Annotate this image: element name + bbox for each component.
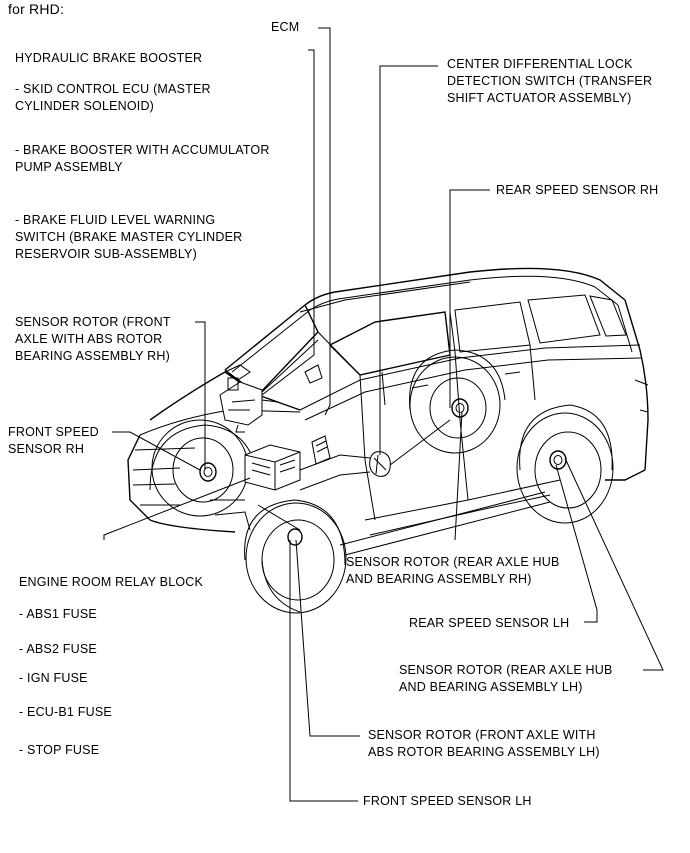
transfer-actuator-unit: [369, 451, 391, 477]
leader-rear-speed-rh: [449, 189, 490, 408]
label-stop-fuse: - STOP FUSE: [19, 743, 100, 757]
engine-room-relay-block-unit: [244, 444, 301, 491]
leader-sensor-rotor-rear-rh: [454, 411, 463, 541]
label-sensor-rotor-rear-lh: SENSOR ROTOR (REAR AXLE HUB AND BEARING …: [399, 663, 613, 694]
label-hydraulic-brake-booster: HYDRAULIC BRAKE BOOSTER: [15, 51, 203, 65]
label-abs1-fuse: - ABS1 FUSE: [19, 607, 97, 621]
label-brake-fluid-switch: - BRAKE FLUID LEVEL WARNING SWITCH (BRAK…: [15, 213, 243, 261]
label-front-speed-sensor-rh: FRONT SPEED SENSOR RH: [8, 425, 99, 456]
leader-hydraulic-brake-booster: [261, 49, 315, 396]
leader-rear-speed-lh: [555, 464, 598, 623]
drivetrain: [210, 419, 451, 531]
label-sensor-rotor-front-lh: SENSOR ROTOR (FRONT AXLE WITH ABS ROTOR …: [368, 728, 600, 759]
front-right-wheel: [149, 419, 256, 517]
leader-center-diff: [379, 65, 438, 455]
vehicle-body: [127, 267, 649, 556]
label-sensor-rotor-front-rh: SENSOR ROTOR (FRONT AXLE WITH ABS ROTOR …: [15, 315, 171, 363]
hydraulic-brake-booster-unit: [219, 364, 279, 433]
leader-front-speed-rh: [112, 431, 201, 471]
leader-sensor-rotor-front-rh: [195, 321, 206, 470]
label-abs2-fuse: - ABS2 FUSE: [19, 642, 97, 656]
leader-sensor-rotor-front-lh: [295, 539, 360, 737]
label-front-speed-sensor-lh: FRONT SPEED SENSOR LH: [363, 794, 532, 808]
label-ecu-b1-fuse: - ECU-B1 FUSE: [19, 705, 112, 719]
label-skid-control-ecu: - SKID CONTROL ECU (MASTER CYLINDER SOLE…: [15, 82, 211, 113]
rear-left-wheel: [516, 404, 614, 524]
rear-right-wheel: [409, 349, 506, 454]
label-center-diff-switch: CENTER DIFFERENTIAL LOCK DETECTION SWITC…: [447, 57, 653, 105]
leader-front-speed-lh: [289, 540, 358, 802]
label-ign-fuse: - IGN FUSE: [19, 671, 88, 685]
leader-ecm: [318, 27, 331, 416]
page-heading: for RHD:: [8, 1, 65, 17]
front-left-wheel: [244, 499, 347, 614]
label-sensor-rotor-rear-rh: SENSOR ROTOR (REAR AXLE HUB AND BEARING …: [346, 555, 560, 586]
leader-relay-block: [103, 477, 251, 540]
label-rear-speed-sensor-rh: REAR SPEED SENSOR RH: [496, 183, 659, 197]
label-rear-speed-sensor-lh: REAR SPEED SENSOR LH: [409, 616, 570, 630]
label-engine-room-relay-block: ENGINE ROOM RELAY BLOCK: [19, 575, 204, 589]
label-brake-booster-accumulator: - BRAKE BOOSTER WITH ACCUMULATOR PUMP AS…: [15, 143, 270, 174]
leader-sensor-rotor-rear-lh: [564, 457, 664, 671]
ecm-unit: [311, 435, 331, 465]
label-ecm: ECM: [271, 20, 300, 34]
leader-lines: [103, 27, 664, 802]
